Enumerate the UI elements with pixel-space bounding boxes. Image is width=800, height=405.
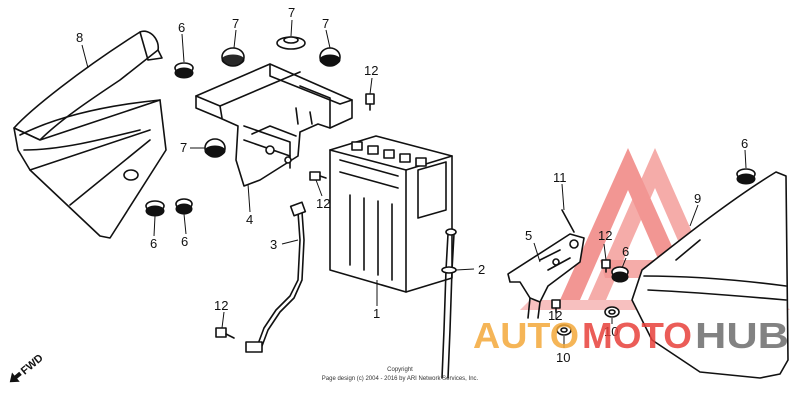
part-nut-10b bbox=[604, 306, 620, 318]
callout-6a: 6 bbox=[178, 20, 185, 35]
part-cushion-7b bbox=[276, 36, 306, 50]
part-battery-tray bbox=[195, 63, 353, 187]
callout-6e: 6 bbox=[622, 244, 629, 259]
part-breather-tube bbox=[441, 228, 457, 379]
part-cushion-7a bbox=[221, 47, 245, 67]
callout-3: 3 bbox=[270, 237, 277, 252]
callout-6b: 6 bbox=[150, 236, 157, 251]
part-grommet-6e bbox=[611, 266, 629, 283]
copyright-block: Copyright Page design (c) 2004 - 2016 by… bbox=[322, 367, 479, 382]
callout-12c: 12 bbox=[214, 298, 228, 313]
callout-8: 8 bbox=[76, 30, 83, 45]
part-battery bbox=[329, 135, 453, 293]
callout-7b: 7 bbox=[288, 5, 295, 20]
callout-6c: 6 bbox=[181, 234, 188, 249]
callout-1: 1 bbox=[373, 306, 380, 321]
callout-11: 11 bbox=[553, 170, 567, 185]
part-grommet-6c bbox=[175, 198, 193, 215]
copyright-line2: Page design (c) 2004 - 2016 by ARI Netwo… bbox=[322, 376, 479, 382]
part-grommet-6a bbox=[174, 62, 194, 79]
brand-part3: HUB bbox=[695, 315, 789, 356]
callout-5: 5 bbox=[525, 228, 532, 243]
fwd-indicator: FWD bbox=[9, 352, 46, 383]
callout-12e: 12 bbox=[548, 308, 562, 323]
part-fastener-11 bbox=[561, 209, 575, 233]
part-grommet-6b bbox=[145, 200, 165, 217]
brand-part1: AUTO bbox=[473, 315, 579, 356]
part-nut-10a bbox=[556, 324, 572, 336]
brand-part2: MOTO bbox=[582, 315, 692, 356]
callout-7a: 7 bbox=[232, 16, 239, 31]
callout-12a: 12 bbox=[364, 63, 378, 78]
part-right-side-cover bbox=[631, 171, 789, 379]
part-bolt-12b bbox=[309, 171, 327, 181]
callout-7d: 7 bbox=[180, 140, 187, 155]
fwd-arrow-icon bbox=[9, 371, 22, 383]
part-bolt-12c bbox=[215, 327, 235, 339]
part-bracket-5 bbox=[507, 233, 585, 319]
callout-2: 2 bbox=[478, 262, 485, 277]
part-grommet-6d bbox=[736, 168, 756, 185]
callout-12b: 12 bbox=[316, 196, 330, 211]
watermark-brand: AUTO MOTO HUB bbox=[473, 315, 789, 356]
callout-6d: 6 bbox=[741, 136, 748, 151]
callout-12d: 12 bbox=[598, 228, 612, 243]
part-cushion-7d bbox=[204, 138, 226, 158]
part-battery-cable bbox=[245, 201, 307, 353]
callout-labels: 8 6 7 7 7 12 7 4 12 3 1 2 6 6 12 5 11 12… bbox=[76, 5, 748, 365]
callout-9: 9 bbox=[694, 191, 701, 206]
part-cushion-7c bbox=[319, 47, 341, 67]
callout-10a: 10 bbox=[556, 350, 570, 365]
leader-lines bbox=[81, 19, 747, 348]
callout-7c: 7 bbox=[322, 16, 329, 31]
part-bolt-12a bbox=[365, 93, 375, 111]
part-bolt-12e bbox=[551, 299, 561, 313]
fwd-label: FWD bbox=[19, 352, 46, 377]
callout-10b: 10 bbox=[604, 324, 618, 339]
part-left-side-cover bbox=[13, 30, 167, 239]
copyright-line1: Copyright bbox=[387, 367, 413, 373]
callout-4: 4 bbox=[246, 212, 253, 227]
